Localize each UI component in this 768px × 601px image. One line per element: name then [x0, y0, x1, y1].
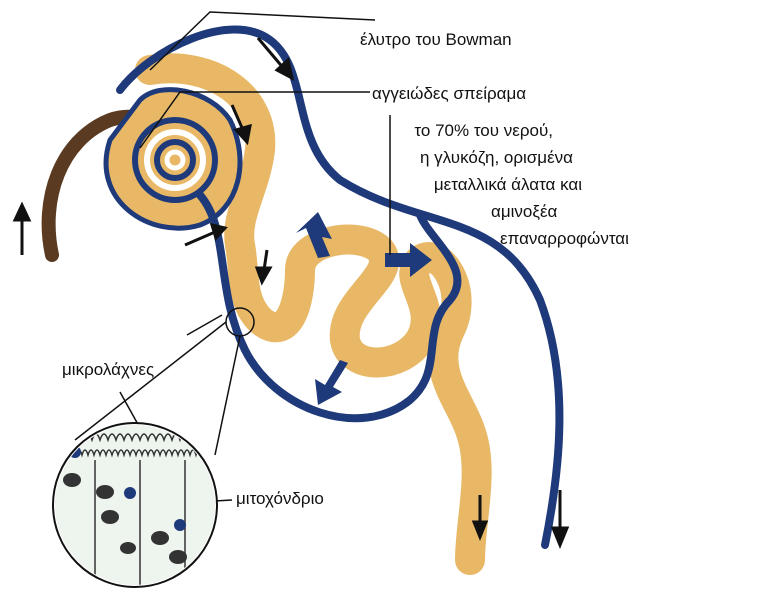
bowman-capsule [103, 87, 243, 231]
glomerulus-label: αγγειώδες σπείραμα [372, 84, 527, 103]
reabsorption-label-line4: αμινοξέα [491, 202, 558, 221]
peritubular-vessel-inner [196, 191, 462, 423]
magnification-callout [74, 307, 255, 456]
proximal-tubule [135, 53, 492, 575]
reabsorption-label-line2: η γλυκόζη, ορισμένα [420, 148, 573, 167]
flow-arrows [12, 37, 570, 549]
reabsorption-label-line5: επαναρροφώνται [500, 229, 629, 248]
reabsorption-label-line3: μεταλλικά άλατα και [433, 175, 582, 194]
bowman-capsule-label: έλυτρο του Bowman [360, 30, 512, 49]
microvilli-inset [52, 422, 218, 588]
microvilli-label: μικρολάχνες [62, 360, 155, 379]
mitochondrion-label: μιτοχόνδριο [236, 489, 324, 508]
glomerulus [132, 117, 218, 203]
reabsorption-label-line1: το 70% του νερού, [414, 121, 553, 140]
peritubular-vessel-outer [116, 25, 564, 549]
reabsorption-arrows [296, 212, 432, 405]
